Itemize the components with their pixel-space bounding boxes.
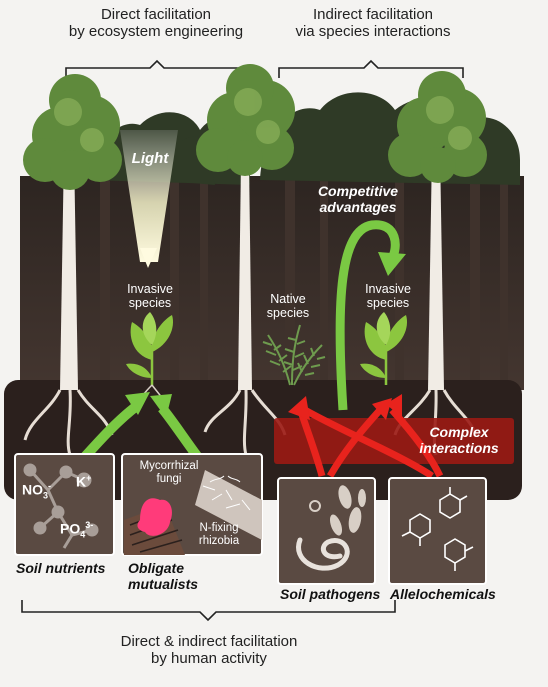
complex-line1: Complex [429, 424, 489, 440]
header-left-line1: Direct facilitation [100, 6, 212, 23]
invasive-left-label: Invasive species [110, 282, 190, 311]
allelochemicals-box [388, 477, 487, 585]
tree-right [388, 71, 487, 456]
header-right-line2: via species interactions [295, 23, 451, 41]
light-label: Light [131, 150, 169, 167]
root-band-icon [195, 470, 262, 540]
rhizobia-line2: rhizobia [198, 534, 240, 547]
brace-left [65, 59, 249, 78]
complex-interactions-label: Complex interactions [408, 424, 510, 456]
invasive-left-line1: Invasive [127, 282, 173, 296]
rhizobia-nodule-icon [137, 498, 172, 536]
tree-left [23, 74, 122, 456]
footer-line2: by human activity [151, 650, 267, 668]
competitive-advantages-label: Competitive advantages [296, 183, 420, 215]
nitrate-sup: - [48, 481, 52, 491]
native-line2: species [266, 306, 310, 321]
light-beam-icon [120, 130, 178, 262]
competitive-line2: advantages [319, 199, 397, 216]
fern-icon [262, 324, 326, 386]
header-left-title: Direct facilitation by ecosystem enginee… [40, 6, 272, 41]
competitive-line1: Competitive [317, 183, 399, 199]
fungi-line1: Mycorrhizal [139, 460, 199, 472]
potassium-label: K+ [76, 473, 91, 490]
potassium-sup: + [86, 473, 92, 483]
brace-bottom [21, 600, 396, 622]
mutualists-caption: Obligate mutualists [128, 560, 198, 592]
red-arrowheads-icon [288, 394, 402, 420]
footer-line1: Direct & indirect facilitation [120, 633, 298, 650]
background-trunks [100, 170, 508, 390]
native-line1: Native [270, 292, 306, 306]
light-arrow-icon [140, 248, 157, 268]
mutualist-arrowhead-icon [150, 394, 172, 418]
mutualists-caption-line1: Obligate [128, 560, 185, 576]
competitive-arrow-icon [335, 220, 400, 411]
invasive-right-line1: Invasive [365, 282, 411, 296]
invasive-plant-right-icon [360, 312, 408, 385]
invasive-left-line2: species [128, 296, 172, 311]
phosphate-text: PO [60, 520, 81, 537]
complex-line2: interactions [419, 440, 499, 457]
chemical-structure-icon [401, 487, 474, 571]
competitive-arrowhead-icon [378, 252, 406, 276]
header-right-line1: Indirect facilitation [312, 6, 434, 23]
rhizobia-label: N-fixing rhizobia [184, 522, 254, 547]
native-species-label: Native species [256, 292, 320, 321]
header-left-line2: by ecosystem engineering [68, 23, 244, 41]
phosphate-label: PO43- [60, 520, 93, 539]
fungal-spores-icon [309, 485, 366, 536]
invasive-plant-left-icon [126, 312, 174, 406]
tree-middle [196, 64, 295, 456]
nitrate-text: NO [22, 481, 43, 498]
invasive-right-line2: species [366, 296, 410, 311]
soil-pathogens-caption: Soil pathogens [280, 586, 381, 602]
fungi-hyphae-icon [202, 475, 251, 511]
header-right-title: Indirect facilitation via species intera… [268, 6, 478, 41]
allelochemicals-caption: Allelochemicals [390, 586, 496, 602]
mycorrhizal-fungi-label: Mycorrhizal fungi [130, 460, 208, 485]
brace-right [278, 59, 464, 78]
fungi-line2: fungi [156, 472, 182, 485]
soil-nutrients-caption: Soil nutrients [16, 560, 106, 576]
complex-interactions-band [274, 418, 514, 464]
rhizobia-line1: N-fixing [199, 522, 239, 534]
invasive-right-label: Invasive species [348, 282, 428, 311]
nitrate-label: NO3- [22, 481, 51, 500]
forest-background [20, 176, 524, 390]
mutualists-caption-line2: mutualists [128, 576, 199, 593]
footer-title: Direct & indirect facilitation by human … [70, 633, 348, 668]
nematode-icon [296, 537, 350, 571]
nitrate-sub: 3 [43, 490, 49, 501]
potassium-text: K [76, 473, 87, 490]
nutrient-arrowhead-icon [125, 392, 150, 415]
phosphate-sub: 4 [80, 529, 86, 540]
molecule-icon [23, 463, 99, 549]
phosphate-sup: 3- [85, 520, 94, 530]
